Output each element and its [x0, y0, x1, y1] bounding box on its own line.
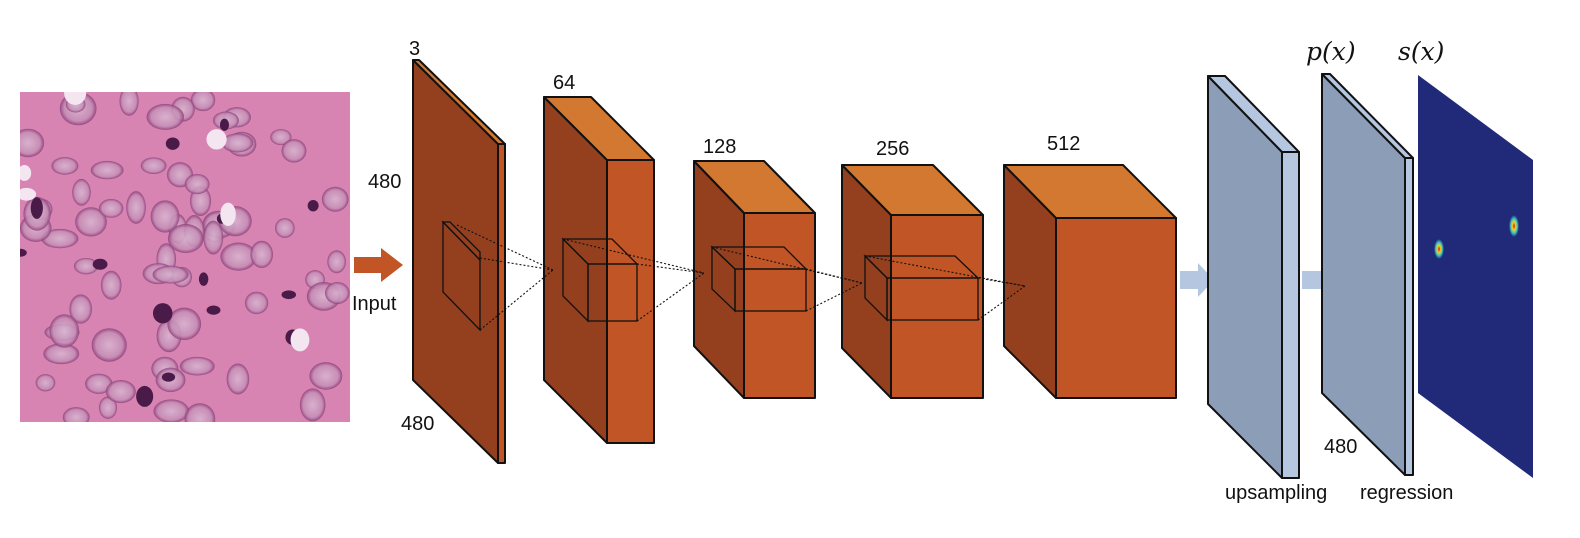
input-arrow: [354, 248, 403, 282]
cell-nucleus: [179, 356, 215, 376]
cell-nucleus: [226, 363, 250, 395]
cell-nucleus: [62, 407, 90, 422]
cell-nucleus: [281, 139, 307, 163]
dark-nucleus: [30, 197, 43, 219]
nucleus-peak-1: [1434, 239, 1444, 259]
cell-nucleus: [75, 207, 107, 237]
layer-label-128: 128: [703, 136, 736, 158]
cell-nucleus: [150, 200, 180, 233]
dark-nucleus: [281, 290, 297, 300]
receptive-field-lines: [456, 224, 1026, 331]
dark-nucleus: [206, 305, 221, 315]
cell-nucleus: [221, 133, 254, 153]
cell-nucleus: [153, 399, 190, 422]
cell-nucleus: [146, 103, 185, 130]
dark-nucleus: [20, 248, 27, 257]
conv-layer-128: [693, 160, 816, 399]
layer-label-64: 64: [553, 72, 575, 94]
cell-nucleus: [190, 92, 216, 112]
cell-nucleus: [41, 228, 79, 249]
cell-nucleus: [98, 396, 118, 419]
cell-nucleus: [325, 282, 350, 305]
input-label: Input: [352, 293, 397, 315]
dark-nucleus: [152, 303, 173, 324]
cell-nucleus: [140, 157, 167, 174]
cell-nucleus: [69, 294, 93, 324]
cell-nucleus: [152, 265, 189, 284]
dark-nucleus: [136, 385, 154, 407]
cell-nucleus: [167, 224, 204, 254]
score-map-label: s(x): [1398, 37, 1444, 66]
upsampling-label: upsampling: [1225, 482, 1327, 504]
regression-label: regression: [1360, 482, 1453, 504]
clear-space: [20, 187, 37, 201]
regression-size-label: 480: [1324, 436, 1357, 458]
cell-nucleus: [20, 128, 45, 158]
cell-nucleus: [100, 270, 122, 300]
layer-label-3: 3: [409, 38, 420, 60]
width-label-480: 480: [401, 413, 434, 435]
cell-nucleus: [309, 362, 343, 390]
layer-label-256: 256: [876, 138, 909, 160]
dark-nucleus: [198, 272, 209, 286]
upsampling-arrow: [1180, 263, 1214, 297]
cell-nucleus: [327, 250, 346, 274]
height-label-480: 480: [368, 171, 401, 193]
cell-nucleus: [90, 160, 124, 180]
cell-nucleus: [85, 373, 113, 394]
cell-nucleus: [275, 218, 295, 238]
conv-layer-64: [543, 96, 655, 444]
cell-nucleus: [51, 157, 79, 175]
nucleus-peak-2: [1509, 215, 1519, 237]
cell-nucleus: [270, 129, 292, 146]
cell-nucleus: [35, 374, 56, 392]
cell-nucleus: [119, 92, 139, 116]
cell-nucleus: [184, 403, 216, 422]
cell-nucleus: [184, 173, 210, 195]
conv-layer-3: [412, 59, 506, 464]
dark-nucleus: [161, 372, 176, 382]
input-image: [20, 92, 350, 422]
probability-map-slab: [1321, 73, 1414, 476]
clear-space: [64, 92, 87, 105]
cell-nucleus: [49, 314, 80, 348]
clear-space: [220, 202, 236, 226]
dark-nucleus: [219, 118, 229, 131]
clear-space: [20, 165, 32, 181]
cell-nucleus: [299, 388, 326, 422]
cell-nucleus: [167, 307, 202, 341]
cell-nucleus: [203, 220, 224, 255]
upsampling-slab: [1207, 75, 1300, 479]
layer-label-512: 512: [1047, 133, 1080, 155]
conv-layer-256: [841, 164, 984, 399]
cell-nucleus: [220, 242, 257, 271]
score-map: [1418, 75, 1533, 478]
dark-nucleus: [92, 258, 108, 270]
cell-nucleus: [72, 178, 91, 206]
clear-space: [206, 129, 227, 150]
cell-nucleus: [244, 291, 269, 315]
cell-nucleus: [43, 343, 80, 365]
cell-nucleus: [105, 379, 136, 404]
dark-nucleus: [307, 199, 319, 212]
cell-nucleus: [250, 240, 273, 269]
cell-nucleus: [73, 257, 99, 275]
prob-map-label: p(x): [1306, 37, 1356, 66]
clear-space: [290, 328, 310, 352]
cell-nucleus: [98, 198, 124, 218]
cell-nucleus: [91, 328, 127, 362]
cell-nucleus: [126, 191, 146, 224]
dark-nucleus: [165, 137, 180, 150]
conv-layer-512: [1003, 164, 1177, 399]
cell-nucleus: [321, 186, 349, 212]
